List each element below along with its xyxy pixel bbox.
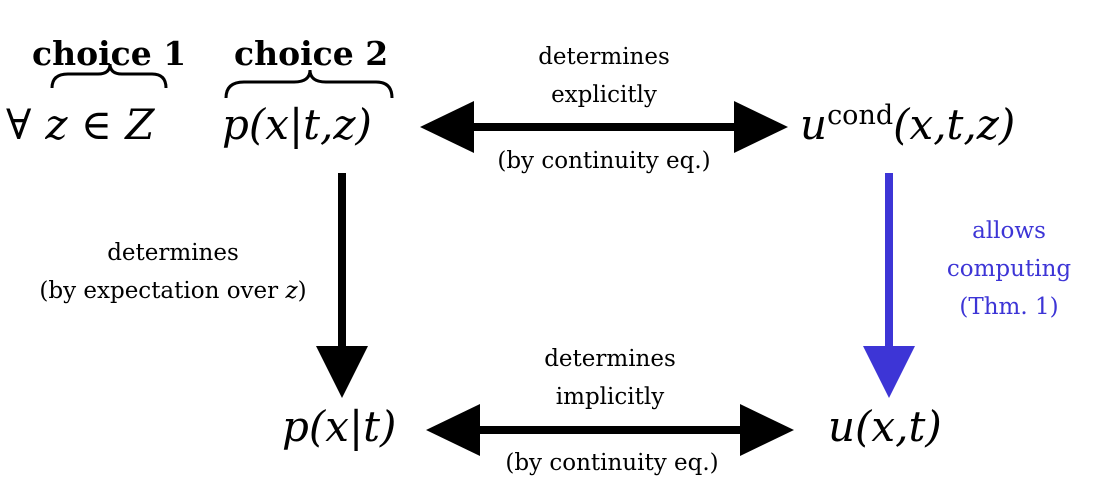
bottom-edge-line2: implicitly (555, 384, 665, 410)
top-edge-line1: determines (538, 44, 670, 70)
u-cond-base: u (800, 100, 828, 149)
z-in-Z: z ∈ Z (45, 100, 155, 149)
choice-1-label: choice 1 (32, 34, 187, 73)
arrow-down-right (863, 173, 915, 398)
bottom-edge-label: determines implicitly (510, 340, 710, 416)
double-arrow-top (420, 101, 788, 153)
top-edge-line2: explicitly (551, 82, 657, 108)
forall-symbol: ∀ (6, 100, 32, 149)
double-arrow-bottom (426, 404, 794, 456)
forall-z-in-Z: ∀ z ∈ Z (6, 100, 154, 149)
marginal-probability-path: p(x|t) (282, 402, 397, 451)
left-edge-line2: (by expectation over z) (39, 278, 307, 304)
right-edge-line3: (Thm. 1) (959, 294, 1059, 320)
top-edge-label: determines explicitly (504, 38, 704, 114)
left-edge-line1: determines (107, 240, 239, 266)
u-cond-superscript: cond (827, 100, 894, 131)
choice-2-label: choice 2 (234, 34, 389, 73)
conditional-vector-field: ucond(x,t,z) (800, 100, 1015, 149)
left-edge-label: determines (by expectation over z) (0, 234, 346, 310)
arrow-down-left (316, 173, 368, 398)
bottom-edge-line1: determines (544, 346, 676, 372)
brace-choice2 (224, 69, 394, 99)
top-edge-below: (by continuity eq.) (497, 148, 711, 174)
right-edge-line2: computing (946, 256, 1072, 282)
u-cond-args: (x,t,z) (893, 100, 1016, 149)
marginal-vector-field: u(x,t) (828, 402, 942, 451)
right-edge-label: allows computing (Thm. 1) (914, 212, 1104, 326)
brace-choice1 (50, 63, 168, 89)
bottom-edge-below: (by continuity eq.) (505, 450, 719, 476)
conditional-probability-path: p(x|t,z) (222, 100, 372, 149)
right-edge-line1: allows (972, 218, 1046, 244)
